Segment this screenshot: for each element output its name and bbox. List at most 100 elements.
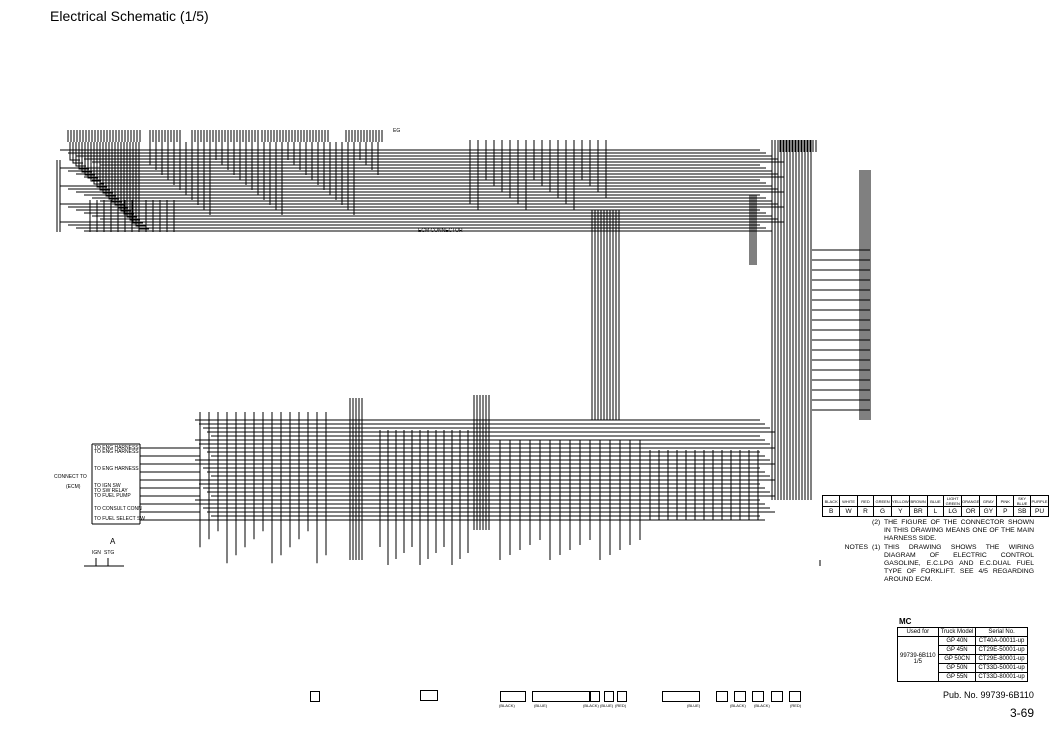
- wire: [135, 142, 146, 227]
- color-name-cell: LIGHT GREEN: [943, 495, 962, 507]
- note-1-text: THIS DRAWING SHOWS THE WIRING DIAGRAM OF…: [884, 543, 1034, 584]
- serial-cell: CT29E-50001-up: [975, 645, 1028, 655]
- header-truck-model: Truck Model: [937, 627, 977, 637]
- wire: [78, 142, 89, 170]
- connect-to-item: TO FUEL PUMP: [94, 493, 131, 499]
- page-title: Electrical Schematic (1/5): [50, 8, 209, 24]
- wire: [126, 142, 137, 218]
- model-row: GP 55N CT33D-80001-up: [898, 672, 1028, 682]
- wire: [132, 142, 143, 224]
- color-code-cell: R: [856, 506, 875, 517]
- color-name-cell: RED: [856, 495, 875, 507]
- footer-connector-box: [617, 691, 627, 702]
- model-cell: GP 55N: [937, 672, 977, 682]
- color-code-cell: L: [926, 506, 945, 517]
- color-name-cell: BROWN: [908, 495, 928, 507]
- connect-to-item: TO ENG HARNESS: [94, 466, 139, 472]
- color-code-cell: PU: [1030, 506, 1049, 517]
- model-table-header: Used for Truck Model Serial No.: [897, 627, 1028, 637]
- footer-connector-caption: (BLACK): [754, 703, 770, 708]
- serial-cell: CT29E-80001-up: [975, 654, 1028, 664]
- color-name-cell: PINK: [996, 495, 1015, 507]
- footer-connector-caption: (BLUE): [534, 703, 548, 708]
- eg-label: EG: [393, 128, 401, 134]
- wire: [123, 142, 134, 215]
- note-2-text: THE FIGURE OF THE CONNECTOR SHOWN IN THI…: [884, 519, 1034, 543]
- footer-connector-box: [752, 691, 764, 702]
- connect-to-item: TO CONSULT CONN: [94, 506, 142, 512]
- color-code-cell: P: [996, 506, 1015, 517]
- serial-cell: CT40A-00011-up: [975, 636, 1028, 646]
- footer-connector-caption: (BLACK): [730, 703, 746, 708]
- note-1: NOTES (1) THIS DRAWING SHOWS THE WIRING …: [836, 544, 1034, 585]
- color-name-cell: WHITE: [839, 495, 858, 507]
- model-cell: GP 50N: [937, 663, 977, 673]
- connect-to-item: TO FUEL SELECT SW: [94, 516, 146, 522]
- footer-connector-box: [500, 691, 526, 702]
- model-code-label: MC: [899, 617, 912, 626]
- connect-to-item: TO IGN SW: [94, 483, 121, 489]
- connect-to-item: TO ENG HARNESS: [94, 445, 139, 451]
- model-table: Used for Truck Model Serial No. 99739-6B…: [897, 627, 1028, 682]
- wire: [81, 142, 92, 173]
- footer-connector-box: [590, 691, 600, 702]
- wire: [90, 142, 101, 182]
- connect-to-item: TO SW RELAY: [94, 488, 128, 494]
- frame-group: [67, 130, 821, 567]
- footer-connector-caption: (BLUE): [687, 703, 701, 708]
- color-name-cell: BLUE: [926, 495, 945, 507]
- color-code-cell: W: [839, 506, 858, 517]
- publication-number: Pub. No. 99739-6B110: [943, 690, 1034, 700]
- color-code-cell: B: [821, 506, 841, 517]
- section-letter: A: [110, 537, 116, 546]
- header-used-for: Used for: [897, 627, 939, 637]
- used-for-page: 1/5: [913, 659, 922, 665]
- serial-cell: CT33D-50001-up: [975, 663, 1028, 673]
- footer-connector-box: [734, 691, 746, 702]
- model-row: 99739-6B110 1/5 GP 40N CT40A-00011-up: [897, 636, 1028, 682]
- model-cell: GP 40N: [937, 636, 977, 646]
- color-code-cell: Y: [890, 506, 910, 517]
- used-for-code: 99739-6B110: [900, 653, 936, 659]
- footer-connector-caption: (RED): [790, 703, 802, 708]
- note-2-num: (2): [872, 519, 881, 526]
- notes-block: (2) THE FIGURE OF THE CONNECTOR SHOWN IN…: [836, 519, 1034, 585]
- color-name-cell: YELLOW: [890, 495, 910, 507]
- connect-to-sub: (ECM): [66, 484, 81, 490]
- color-code-cell: OR: [960, 506, 981, 517]
- footer-connector-box: [662, 691, 700, 702]
- page-number: 3-69: [1010, 706, 1035, 720]
- model-cell: GP 45N: [937, 645, 977, 655]
- model-cell: GP 50CN: [937, 654, 977, 664]
- footer-connector-caption: (BLACK): [583, 703, 599, 708]
- wire: [105, 142, 116, 197]
- footer-connector-box: [310, 691, 320, 702]
- footer-connector-box: [771, 691, 783, 702]
- footer-connector-caption: (BLUE): [600, 703, 614, 708]
- wire-group: [56, 140, 871, 565]
- color-name-cell: GRAY: [979, 495, 998, 507]
- wire: [72, 142, 83, 164]
- note-1-num: (1): [872, 543, 881, 551]
- color-name-cell: PURPLE: [1030, 495, 1049, 507]
- color-name-cell: GREEN: [873, 495, 892, 507]
- footer-connector-box: [532, 691, 590, 702]
- connect-to-item: TO ENG HARNESS: [94, 449, 139, 455]
- wire: [96, 142, 107, 188]
- notes-tag: NOTES: [844, 543, 868, 551]
- color-name-cell: BLACK: [821, 495, 841, 507]
- wire: [99, 142, 110, 191]
- color-code-cell: GY: [979, 506, 998, 517]
- wire: [108, 142, 119, 200]
- wire: [114, 142, 125, 206]
- wire: [87, 142, 98, 179]
- wire: [69, 142, 80, 161]
- ign-label: IGN: [92, 550, 101, 556]
- ecm-connector-label: ECM CONNECTOR: [418, 228, 463, 234]
- header-serial: Serial No.: [975, 627, 1028, 637]
- color-code-cell: BR: [908, 506, 928, 517]
